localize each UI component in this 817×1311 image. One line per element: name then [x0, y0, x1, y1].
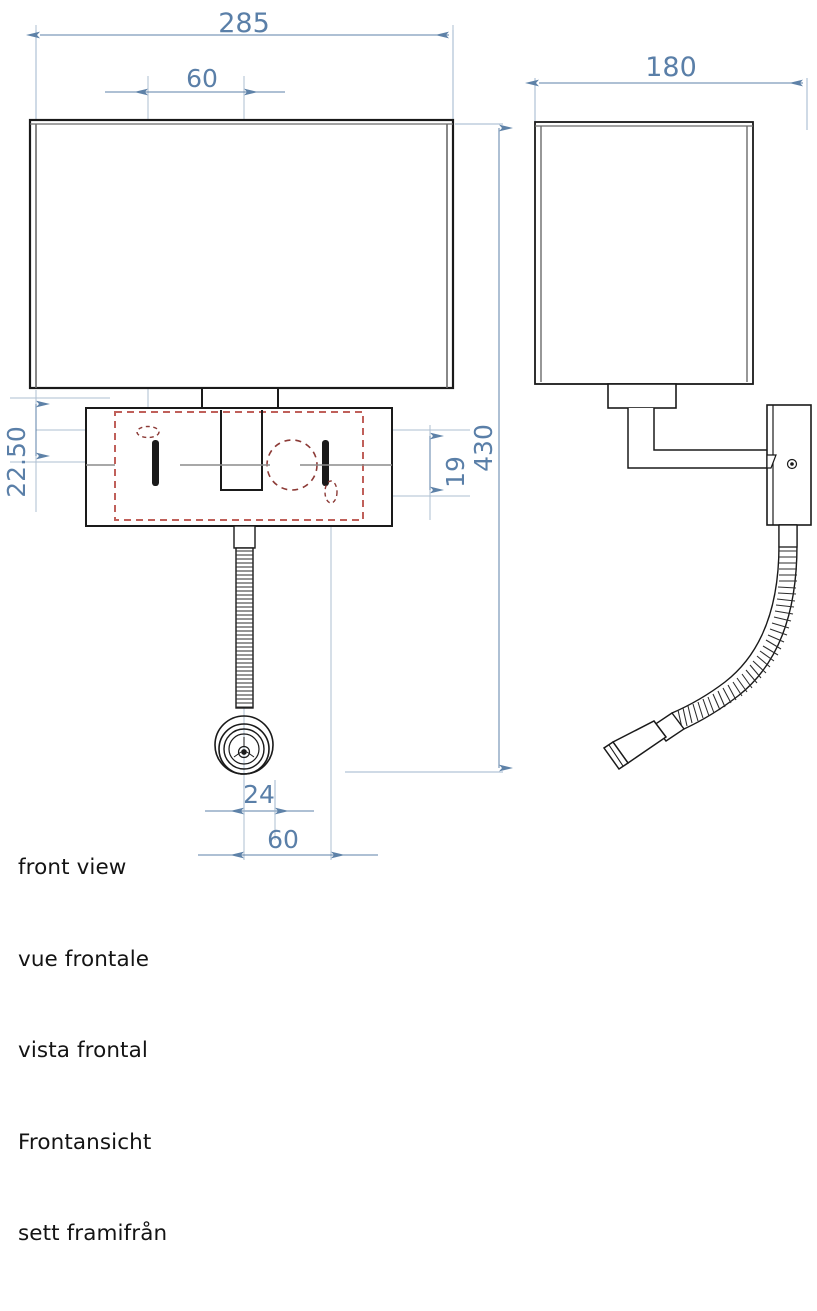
front-gooseneck	[233, 525, 256, 709]
view-label-es: vista frontal	[18, 1038, 148, 1063]
side-gooseneck-ribs	[677, 550, 797, 729]
dimension-24	[205, 780, 314, 815]
dimension-label-22-50: 22.50	[2, 426, 31, 498]
side-support-arm	[627, 408, 772, 469]
dimension-285	[26, 30, 454, 124]
front-lamp-head	[214, 715, 274, 775]
dimension-label-19: 19	[441, 456, 470, 488]
dimension-label-60-top: 60	[186, 64, 218, 93]
dimension-label-180: 180	[645, 52, 697, 83]
side-wall-plate	[766, 404, 812, 526]
gooseneck-ribs	[236, 550, 253, 708]
dimension-label-285: 285	[218, 8, 270, 39]
dimension-text-layer: 285 60 22.50 19 430 24 60 180	[2, 8, 697, 854]
side-lamp-head	[602, 712, 686, 771]
screw-slot-right	[322, 440, 329, 486]
side-shade-neck	[607, 383, 677, 409]
front-view-group	[10, 25, 513, 860]
side-shade	[534, 121, 754, 385]
dimension-430	[345, 123, 513, 773]
mounting-template-outline	[114, 411, 364, 521]
cad-drawing-svg: 285 60 22.50 19 430 24 60 180	[2, 8, 812, 860]
side-adjust-screw	[786, 458, 798, 470]
view-label-fr: vue frontale	[18, 946, 150, 972]
side-view-group	[525, 78, 812, 771]
screw-slot-left	[152, 440, 159, 486]
hidden-hole-lower	[324, 480, 338, 504]
front-shade	[28, 118, 455, 390]
view-label-sv: sett framifrån	[18, 1221, 168, 1246]
view-label-en: front view	[18, 855, 127, 880]
front-shade-neck	[201, 387, 279, 411]
bracket-channel	[220, 410, 263, 491]
dimension-label-24: 24	[243, 780, 275, 809]
dimension-label-60-bottom: 60	[267, 825, 299, 854]
technical-drawing-canvas: 285 60 22.50 19 430 24 60 180 front view…	[2, 8, 812, 1246]
view-label-de: Frontansicht	[18, 1129, 152, 1155]
side-gooseneck	[671, 524, 798, 730]
dimension-label-430: 430	[469, 424, 498, 472]
gooseneck-collar	[233, 525, 256, 549]
front-mounting-plate	[85, 407, 393, 527]
hidden-hole-upper	[136, 425, 160, 439]
view-label-block: front view vue frontale vista frontal Fr…	[18, 792, 167, 1311]
